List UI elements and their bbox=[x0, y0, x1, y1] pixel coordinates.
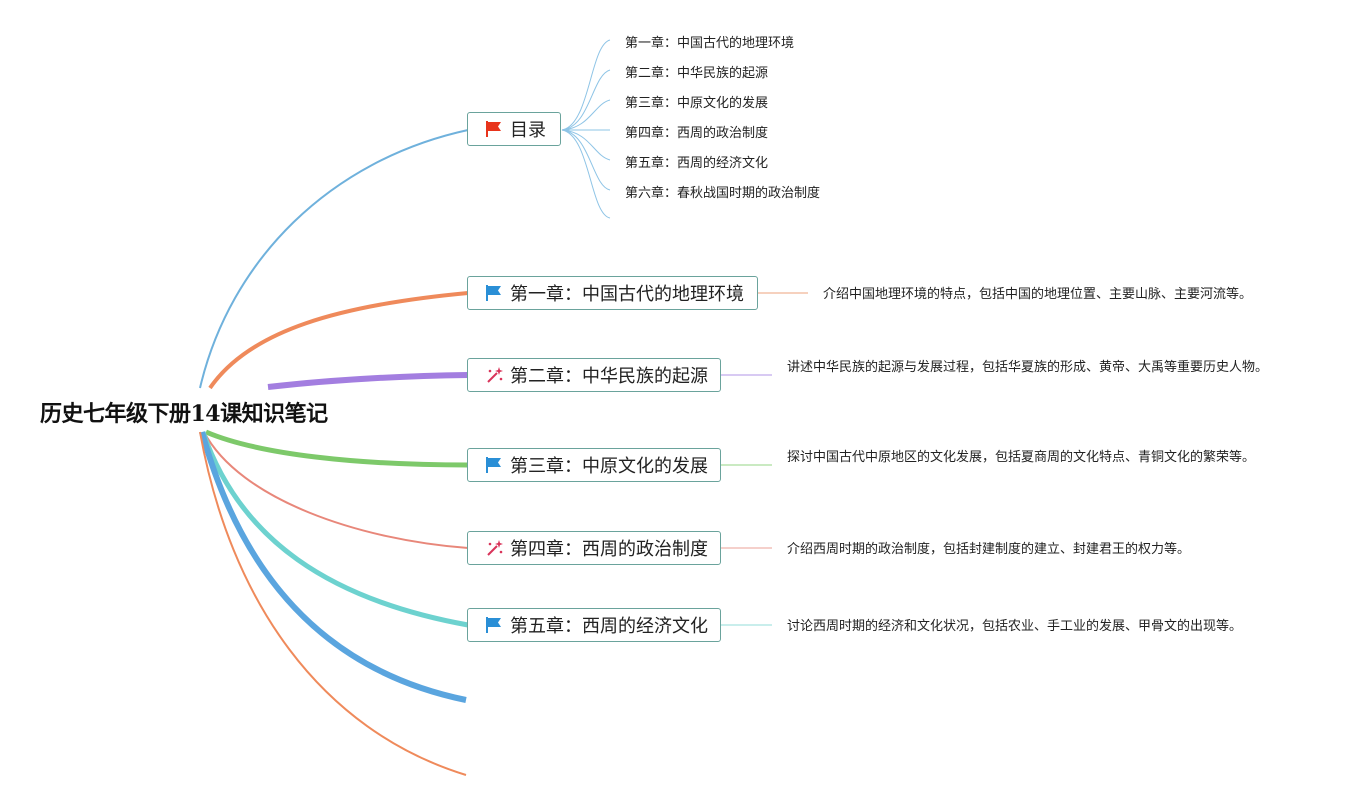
chapter-label: 第一章：中国古代的地理环境 bbox=[510, 284, 744, 305]
sparkle-wand-icon bbox=[484, 365, 504, 385]
chapter-node-4[interactable]: 第四章：西周的政治制度 bbox=[467, 531, 721, 565]
chapter-description-3[interactable]: 探讨中国古代中原地区的文化发展，包括夏商周的文化特点、青铜文化的繁荣等。 bbox=[787, 450, 1256, 465]
toc-item[interactable]: 第四章：西周的政治制度 bbox=[625, 126, 769, 141]
blue-flag-icon bbox=[484, 615, 504, 635]
sparkle-wand-icon bbox=[484, 538, 504, 558]
chapter-label: 第三章：中原文化的发展 bbox=[510, 456, 708, 477]
chapter-label: 第二章：中华民族的起源 bbox=[510, 366, 708, 387]
toc-item[interactable]: 第六章：春秋战国时期的政治制度 bbox=[625, 186, 821, 201]
toc-item[interactable]: 第五章：西周的经济文化 bbox=[625, 156, 769, 171]
chapter-node-5[interactable]: 第五章：西周的经济文化 bbox=[467, 608, 721, 642]
blue-flag-icon bbox=[484, 455, 504, 475]
branch-toc bbox=[199, 129, 469, 389]
red-flag-icon bbox=[484, 119, 504, 139]
chapter-label: 第五章：西周的经济文化 bbox=[510, 616, 708, 637]
blue-flag-icon bbox=[484, 283, 504, 303]
branch-empty-1 bbox=[199, 431, 467, 703]
branch-empty-2 bbox=[199, 431, 467, 776]
toc-sub-branches bbox=[561, 39, 611, 219]
chapter-node-3[interactable]: 第三章：中原文化的发展 bbox=[467, 448, 721, 482]
branch-chapter-1 bbox=[208, 291, 469, 390]
root-topic[interactable]: 历史七年级下册14课知识笔记 bbox=[40, 401, 328, 427]
toc-item[interactable]: 第二章：中华民族的起源 bbox=[625, 66, 769, 81]
chapter-node-2[interactable]: 第二章：中华民族的起源 bbox=[467, 358, 721, 392]
chapter-description-4[interactable]: 介绍西周时期的政治制度，包括封建制度的建立、封建君王的权力等。 bbox=[787, 542, 1191, 557]
branch-chapter-5 bbox=[200, 431, 469, 628]
toc-node[interactable]: 目录 bbox=[467, 112, 561, 146]
chapter-node-1[interactable]: 第一章：中国古代的地理环境 bbox=[467, 276, 758, 310]
chapter-description-1[interactable]: 介绍中国地理环境的特点，包括中国的地理位置、主要山脉、主要河流等。 bbox=[823, 287, 1253, 302]
chapter-description-5[interactable]: 讨论西周时期的经济和文化状况，包括农业、手工业的发展、甲骨文的出现等。 bbox=[787, 619, 1243, 634]
branch-chapter-2 bbox=[267, 372, 469, 390]
toc-item[interactable]: 第一章：中国古代的地理环境 bbox=[625, 36, 795, 51]
toc-label: 目录 bbox=[510, 120, 546, 141]
branch-chapter-3 bbox=[205, 429, 469, 468]
branch-chapter-4 bbox=[203, 431, 469, 549]
toc-item[interactable]: 第三章：中原文化的发展 bbox=[625, 96, 769, 111]
chapter-label: 第四章：西周的政治制度 bbox=[510, 539, 708, 560]
chapter-description-2[interactable]: 讲述中华民族的起源与发展过程，包括华夏族的形成、黄帝、大禹等重要历史人物。 bbox=[787, 360, 1269, 375]
